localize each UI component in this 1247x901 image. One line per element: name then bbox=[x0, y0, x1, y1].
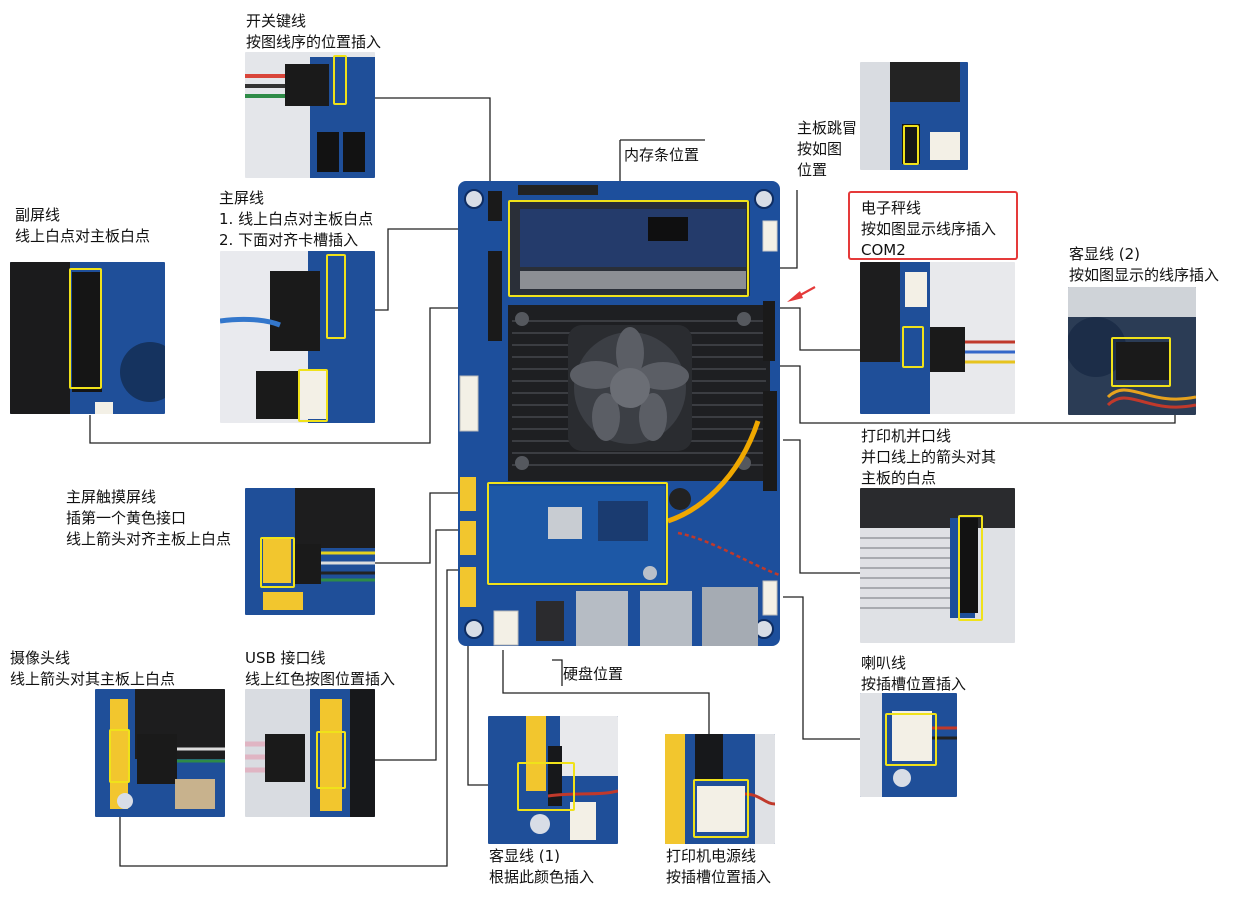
highlight-printer-power bbox=[693, 779, 749, 838]
highlight-touch-screen bbox=[260, 537, 295, 588]
photo-camera bbox=[95, 689, 225, 817]
label-customer-display-1: 客显线 (1) 根据此颜色插入 bbox=[489, 847, 595, 886]
photo-scale bbox=[860, 262, 1015, 414]
highlight-printer-parallel bbox=[958, 515, 983, 621]
label-memory: 内存条位置 bbox=[624, 146, 700, 164]
leader-hdd bbox=[552, 659, 563, 686]
highlight-power-switch bbox=[333, 55, 347, 105]
photo-customer-display-2 bbox=[1068, 287, 1196, 415]
alert-frame-scale bbox=[848, 191, 1018, 260]
highlight-jumper bbox=[903, 125, 919, 165]
photo-printer-parallel bbox=[860, 488, 1015, 643]
leader-power-switch bbox=[375, 97, 491, 185]
label-sub-screen: 副屏线 线上白点对主板白点 bbox=[15, 206, 151, 245]
highlight-speaker bbox=[885, 713, 937, 766]
photo-usb bbox=[245, 689, 375, 817]
label-printer-parallel: 打印机并口线 并口线上的箭头对其 主板的白点 bbox=[861, 427, 997, 487]
photo-speaker bbox=[860, 693, 957, 797]
leader-scale bbox=[770, 307, 860, 351]
label-printer-power: 打印机电源线 按插槽位置插入 bbox=[666, 847, 772, 886]
label-camera: 摄像头线 线上箭头对其主板上白点 bbox=[10, 649, 176, 688]
photo-power-switch bbox=[245, 52, 375, 178]
photo-main-screen bbox=[220, 251, 375, 423]
label-usb: USB 接口线 线上红色按图位置插入 bbox=[245, 649, 396, 688]
label-speaker: 喇叭线 按插槽位置插入 bbox=[861, 654, 967, 693]
label-customer-display-2: 客显线 (2) 按如图显示的线序插入 bbox=[1069, 245, 1220, 284]
photo-printer-power bbox=[665, 734, 775, 844]
highlight-scale bbox=[902, 326, 924, 368]
leader-printer-parallel bbox=[783, 439, 860, 574]
highlight-memory bbox=[508, 200, 749, 297]
main-board-photo bbox=[458, 181, 780, 646]
highlight-customer-display-1 bbox=[517, 762, 575, 811]
highlight-customer-display-2 bbox=[1111, 337, 1171, 387]
highlight-usb bbox=[316, 731, 346, 789]
label-touch-screen: 主屏触摸屏线 插第一个黄色接口 线上箭头对齐主板上白点 bbox=[66, 488, 232, 548]
photo-customer-display-1 bbox=[488, 716, 618, 844]
label-power-switch: 开关键线 按图线序的位置插入 bbox=[246, 12, 382, 51]
label-scale-cable: 电子秤线 按如图显示线序插入 COM2 bbox=[861, 199, 997, 259]
red-arrow bbox=[787, 286, 816, 302]
highlight-main-screen-2 bbox=[298, 369, 328, 422]
photo-touch-screen bbox=[245, 488, 375, 615]
highlight-camera bbox=[109, 729, 130, 783]
label-hdd: 硬盘位置 bbox=[563, 665, 624, 683]
highlight-sub-screen bbox=[69, 268, 102, 389]
highlight-mpcie bbox=[487, 482, 668, 585]
highlight-main-screen-1 bbox=[326, 254, 346, 339]
label-main-screen: 主屏线 1. 线上白点对主板白点 2. 下面对齐卡槽插入 bbox=[219, 189, 374, 249]
label-board-jumper: 主板跳冒 按如图 位置 bbox=[797, 119, 858, 179]
leader-jumper bbox=[780, 190, 798, 269]
